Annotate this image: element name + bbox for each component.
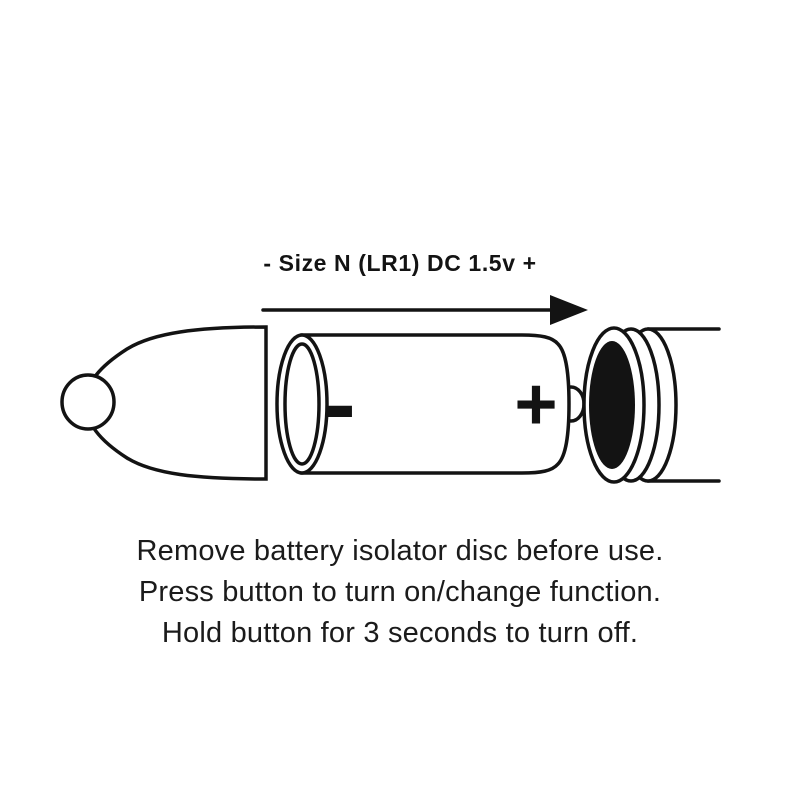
instruction-line-3: Hold button for 3 seconds to turn off. [161,617,639,649]
device-body [582,326,721,484]
battery-isolator-disc [589,341,635,469]
positive-symbol: + [514,363,557,446]
battery-negative-end-inner-ring [283,342,321,466]
battery-size-label: - Size N (LR1) DC 1.5v + [263,250,537,276]
instruction-line-2: Press button to turn on/change function. [138,576,662,608]
battery-body [300,333,571,475]
battery: - + [275,333,586,475]
direction-arrow [261,295,588,325]
arrow-head-icon [550,295,588,325]
negative-symbol: - [324,351,356,457]
instruction-text: Remove battery isolator disc before use.… [0,531,800,654]
power-button [60,373,116,431]
end-cap [60,325,268,481]
instruction-line-1: Remove battery isolator disc before use. [136,535,664,567]
